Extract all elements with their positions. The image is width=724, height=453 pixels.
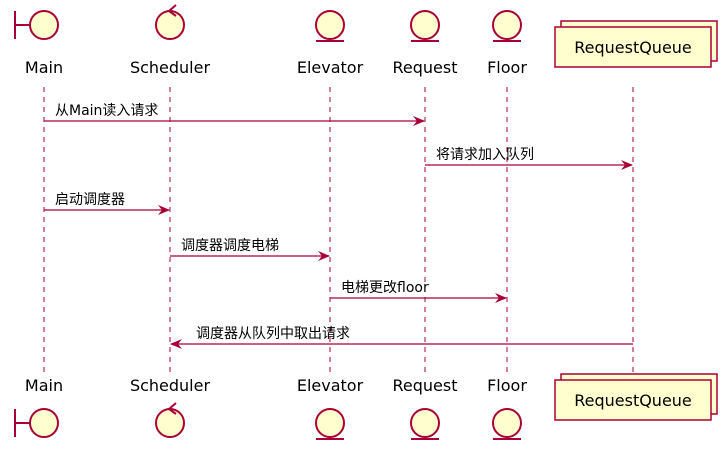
entity-icon: [315, 10, 345, 42]
participant-label-main-top: Main: [25, 58, 63, 77]
participant-label: RequestQueue: [574, 38, 692, 57]
participant-label-floor-bottom: Floor: [487, 376, 527, 395]
message-label: 将请求加入队列: [436, 147, 534, 163]
entity-icon: [492, 408, 522, 440]
participant-label-elevator-top: Elevator: [297, 58, 364, 77]
participant-label-elevator-bottom: Elevator: [297, 376, 364, 395]
boundary-icon: [14, 408, 59, 438]
entity-icon: [492, 10, 522, 42]
control-icon: [155, 402, 185, 438]
message-label: 调度器调度电梯: [181, 238, 279, 254]
message-label: 启动调度器: [55, 192, 125, 208]
message-label: 电梯更改floor: [341, 280, 429, 296]
boundary-icon: [14, 10, 59, 40]
participant-label-floor-top: Floor: [487, 58, 527, 77]
participant-label-scheduler-bottom: Scheduler: [130, 376, 211, 395]
participant-label-scheduler-top: Scheduler: [130, 58, 211, 77]
participant-queue-bottom: RequestQueue: [554, 373, 718, 421]
participant-label-main-bottom: Main: [25, 376, 63, 395]
control-icon: [155, 4, 185, 40]
entity-icon: [410, 408, 440, 440]
participant-queue-top: RequestQueue: [554, 20, 718, 68]
participant-label: RequestQueue: [574, 391, 692, 410]
message-label: 从Main读入请求: [55, 102, 158, 119]
participant-label-request-bottom: Request: [393, 376, 458, 395]
message-label: 调度器从队列中取出请求: [196, 326, 350, 342]
participant-label-request-top: Request: [393, 58, 458, 77]
entity-icon: [410, 10, 440, 42]
entity-icon: [315, 408, 345, 440]
